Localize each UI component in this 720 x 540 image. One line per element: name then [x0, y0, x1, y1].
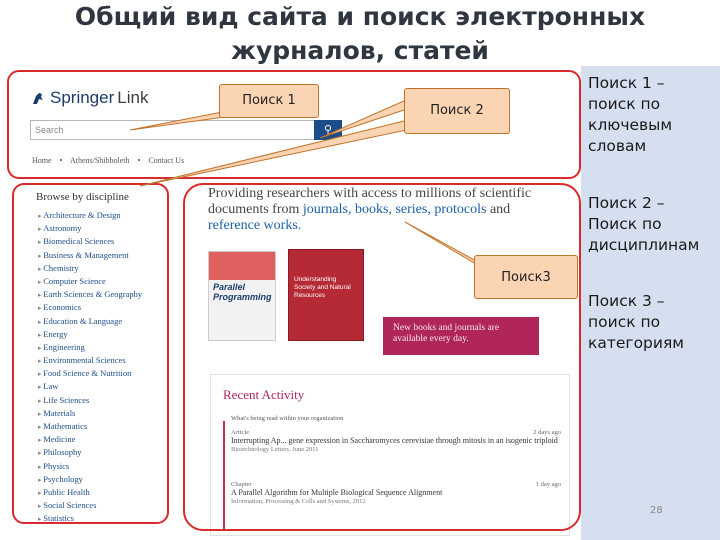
discipline-item[interactable]: Education & Language	[38, 315, 142, 328]
discipline-item[interactable]: Social Sciences	[38, 499, 142, 512]
hero-link-books[interactable]: books,	[354, 202, 392, 217]
recent-item[interactable]: Article 2 days ago Interrupting Ap... gen…	[231, 429, 561, 453]
discipline-item[interactable]: Physics	[38, 460, 142, 473]
discipline-item[interactable]: Environmental Sciences	[38, 354, 142, 367]
hero-and: and	[489, 202, 511, 217]
discipline-item[interactable]: Public Health	[38, 486, 142, 499]
highlight-search2-region	[12, 183, 169, 524]
callout-search1: Поиск 1	[219, 84, 319, 118]
recent-item-time: 2 days ago	[533, 429, 561, 436]
discipline-item[interactable]: Life Sciences	[38, 394, 142, 407]
discipline-item[interactable]: Materials	[38, 407, 142, 420]
hero-link-protocols[interactable]: protocols	[434, 202, 487, 217]
notes-sidebar	[581, 66, 720, 540]
discipline-item[interactable]: Energy	[38, 328, 142, 341]
discipline-item[interactable]: Food Science & Nutrition	[38, 367, 142, 380]
nav-separator: •	[137, 156, 141, 165]
discipline-list: Architecture & Design Astronomy Biomedic…	[38, 209, 142, 526]
highlight-search3-region	[183, 183, 581, 531]
discipline-item[interactable]: Medicine	[38, 433, 142, 446]
discipline-item[interactable]: Computer Science	[38, 275, 142, 288]
note-search3: Поиск 3 – поиск по категориям	[588, 292, 684, 352]
discipline-item[interactable]: Biomedical Sciences	[38, 235, 142, 248]
recent-item[interactable]: Chapter 1 day ago A Parallel Algorithm fo…	[231, 481, 561, 505]
hero-link-reference-works[interactable]: reference works.	[208, 218, 302, 233]
book-cover-band	[209, 252, 275, 280]
logo-link-text: Link	[117, 88, 149, 107]
hero-text: Providing researchers with access to mil…	[208, 186, 538, 234]
note-search1: Поиск 1 – поиск по ключевым словам	[588, 74, 673, 155]
recent-item-time: 1 day ago	[535, 481, 561, 488]
search-input[interactable]: Search	[30, 120, 316, 140]
slide-title: Общий вид сайта и поиск электронных журн…	[0, 0, 720, 68]
browse-title: Browse by discipline	[36, 191, 129, 203]
callout-pointer-search2	[139, 119, 418, 187]
discipline-item[interactable]: Business & Management	[38, 249, 142, 262]
horse-icon	[33, 93, 43, 104]
top-nav: Home • Athens/Shibboleth • Contact Us	[32, 156, 190, 165]
nav-contact[interactable]: Contact Us	[148, 156, 185, 165]
new-content-banner[interactable]: New books and journals are available eve…	[383, 317, 539, 355]
nav-separator: •	[59, 156, 63, 165]
recent-activity-title: Recent Activity	[223, 387, 305, 402]
callout-search3: Поиск3	[474, 255, 578, 299]
nav-athens[interactable]: Athens/Shibboleth	[69, 156, 130, 165]
recent-activity-subtitle: What's being read within your organizati…	[231, 415, 344, 422]
springer-logo[interactable]: Springer Link	[30, 88, 148, 108]
hero-link-journals[interactable]: journals,	[302, 202, 352, 217]
discipline-item[interactable]: Engineering	[38, 341, 142, 354]
book1-title: Parallel Programming	[213, 282, 272, 302]
discipline-item[interactable]: Astronomy	[38, 222, 142, 235]
website-screenshot: Springer Link Search ⚲ Home • Athens/Shi…	[8, 66, 582, 540]
recent-item-type: Chapter	[231, 481, 252, 488]
callout-search2: Поиск 2	[404, 88, 510, 134]
recent-item-source: Biotechnology Letters, June 2011	[231, 445, 319, 453]
discipline-item[interactable]: Architecture & Design	[38, 209, 142, 222]
slide-title-line1: Общий вид сайта и поиск электронных	[74, 2, 646, 31]
discipline-item[interactable]: Philosophy	[38, 446, 142, 459]
recent-item-type: Article	[231, 429, 250, 436]
recent-item-source: Information, Processing & Cells and Syst…	[231, 497, 366, 505]
discipline-item[interactable]: Economics	[38, 301, 142, 314]
page-number: 28	[650, 505, 663, 516]
recent-item-title[interactable]: A Parallel Algorithm for Multiple Biolog…	[231, 488, 443, 497]
note-search2: Поиск 2 – Поиск по дисциплинам	[588, 194, 700, 254]
discipline-item[interactable]: Statistics	[38, 512, 142, 525]
nav-home[interactable]: Home	[32, 156, 52, 165]
book2-title: Understanding Society and Natural Resour…	[294, 276, 351, 299]
discipline-item[interactable]: Mathematics	[38, 420, 142, 433]
recent-activity-panel: Recent Activity What's being read within…	[210, 374, 570, 536]
recent-item-title[interactable]: Interrupting Ap... gene expression in Sa…	[231, 436, 558, 445]
logo-text: Springer	[50, 88, 115, 107]
search-button[interactable]: ⚲	[314, 120, 342, 140]
callout-pointer-search1	[129, 111, 234, 131]
book-cover-parallel-programming[interactable]: Parallel Programming	[208, 251, 276, 341]
book-cover-understanding-society[interactable]: Understanding Society and Natural Resour…	[288, 249, 364, 341]
search-icon: ⚲	[323, 123, 333, 136]
discipline-item[interactable]: Law	[38, 380, 142, 393]
hero-intro: Providing researchers with access to mil…	[208, 186, 532, 217]
discipline-item[interactable]: Earth Sciences & Geography	[38, 288, 142, 301]
highlight-search1-region	[7, 70, 581, 179]
discipline-item[interactable]: Psychology	[38, 473, 142, 486]
slide-title-line2: журналов, статей	[231, 36, 489, 65]
discipline-item[interactable]: Chemistry	[38, 262, 142, 275]
hero-link-series[interactable]: series,	[395, 202, 431, 217]
recent-activity-accent-bar	[223, 421, 225, 531]
